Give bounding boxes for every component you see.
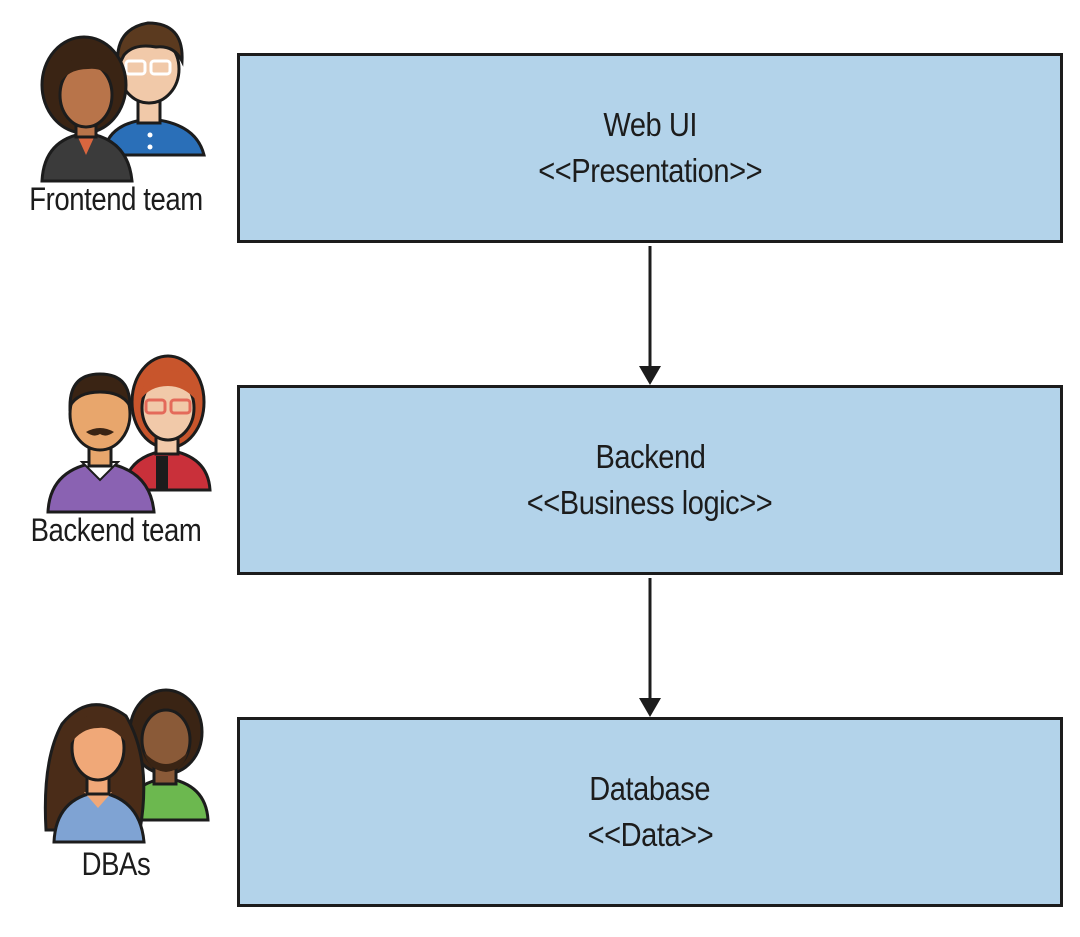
team-dbas: DBAs [0,680,232,900]
layer-stereotype: <<Presentation>> [538,152,762,189]
layer-name: Database [589,770,711,807]
arrow-webui-to-backend [639,246,661,385]
dba-team-avatars-icon [43,688,210,844]
team-label: Frontend team [29,181,203,217]
team-frontend: Frontend team [0,15,232,235]
layer-database: Database <<Data>> [237,717,1063,907]
layer-web-ui: Web UI <<Presentation>> [237,53,1063,243]
layer-backend: Backend <<Business logic>> [237,385,1063,575]
layer-stereotype: <<Business logic>> [527,484,773,521]
team-label: DBAs [81,846,151,882]
layer-name: Backend [595,438,705,475]
team-label: Backend team [30,512,202,548]
backend-team-avatars-icon [46,354,212,514]
layer-name: Web UI [603,106,697,143]
arrow-backend-to-database [639,578,661,717]
frontend-team-avatars-icon [40,21,206,183]
layer-stereotype: <<Data>> [587,816,713,853]
team-backend: Backend team [0,348,232,568]
